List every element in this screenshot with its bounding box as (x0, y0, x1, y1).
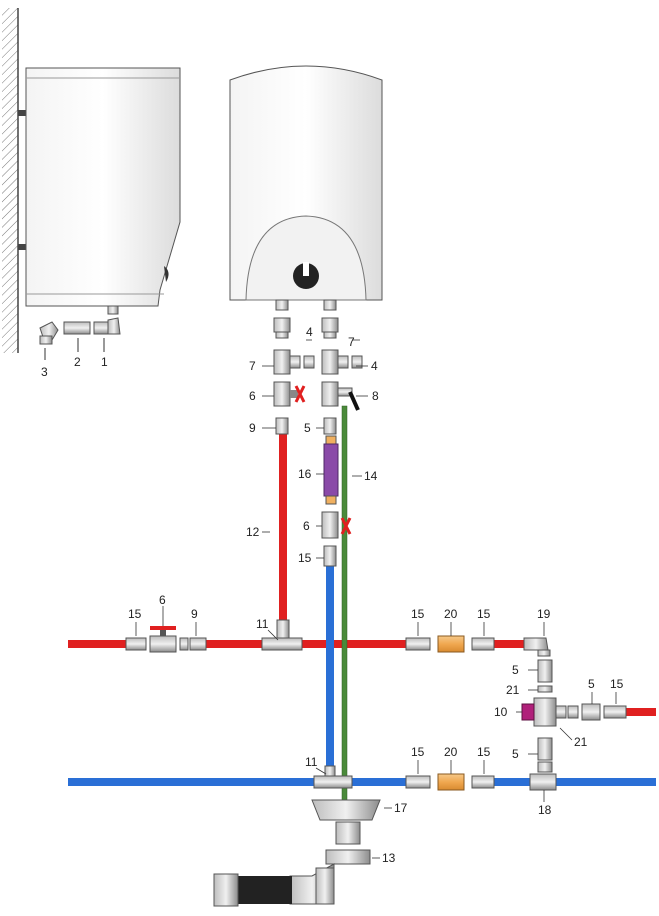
label-3: 3 (41, 365, 48, 379)
label-5a: 5 (304, 421, 311, 435)
heater-side-view (18, 67, 181, 315)
label-2: 2 (74, 355, 81, 369)
label-20b: 20 (444, 745, 458, 759)
label-21b: 21 (574, 735, 588, 749)
heater-front-view (229, 65, 383, 311)
label-15a: 15 (128, 607, 142, 621)
drain-pipe (341, 405, 348, 803)
label-5c: 5 (588, 677, 595, 691)
label-14: 14 (364, 469, 378, 483)
label-7a: 7 (249, 359, 256, 373)
label-15b: 15 (298, 551, 312, 565)
label-9a: 9 (249, 421, 256, 435)
label-1: 1 (101, 355, 108, 369)
label-19: 19 (537, 607, 551, 621)
label-9b: 9 (191, 607, 198, 621)
label-4b: 4 (371, 359, 378, 373)
label-15c: 15 (411, 607, 425, 621)
label-6c: 6 (159, 593, 166, 607)
label-20a: 20 (444, 607, 458, 621)
label-17: 17 (394, 801, 408, 815)
hot-main-fittings (125, 619, 551, 657)
label-21a: 21 (506, 683, 520, 697)
wall (2, 8, 19, 353)
part-labels: 1 2 3 4 4 5 5 5 5 6 6 6 7 7 8 9 9 10 11 … (41, 325, 624, 865)
label-11a: 11 (256, 617, 269, 631)
label-18: 18 (538, 803, 552, 817)
label-8: 8 (372, 389, 379, 403)
label-15d: 15 (477, 607, 491, 621)
label-10: 10 (494, 705, 508, 719)
label-15f: 15 (411, 745, 425, 759)
label-12: 12 (246, 525, 260, 539)
leader-lines (135, 339, 617, 859)
label-7b: 7 (348, 335, 355, 349)
heater-outlet-fittings (273, 317, 363, 567)
label-6b: 6 (303, 519, 310, 533)
drain-siphon (213, 799, 381, 907)
label-13: 13 (382, 851, 396, 865)
label-11b: 11 (305, 755, 318, 769)
hot-water-pipes (68, 434, 656, 716)
label-16: 16 (298, 467, 312, 481)
side-fittings (39, 317, 121, 360)
label-6a: 6 (249, 389, 256, 403)
label-5b: 5 (512, 663, 519, 677)
cold-water-pipes (68, 566, 656, 786)
cold-main-fittings (313, 765, 557, 791)
label-15g: 15 (477, 745, 491, 759)
label-15e: 15 (610, 677, 624, 691)
label-4a: 4 (306, 325, 313, 339)
label-5d: 5 (512, 747, 519, 761)
